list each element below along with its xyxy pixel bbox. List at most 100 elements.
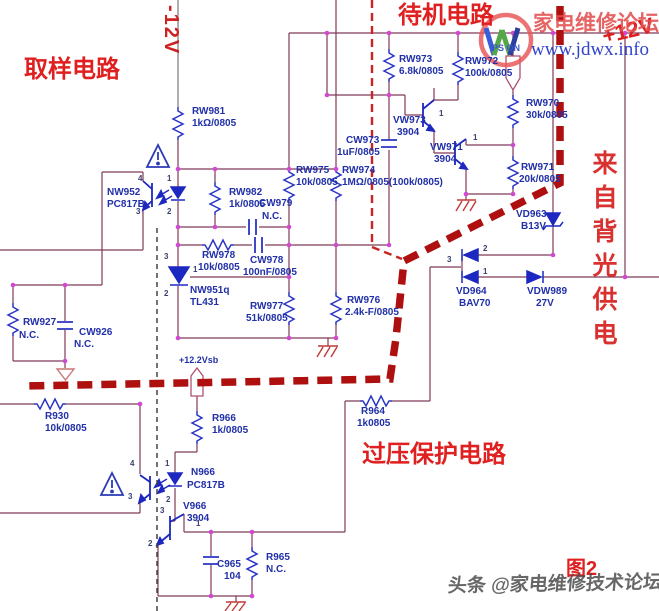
label-rw977-ref: RW977	[250, 301, 284, 312]
label-c965-ref: C965	[217, 559, 241, 570]
label-rw981-ref: RW981	[192, 106, 226, 117]
label-cw926-ref: CW926	[79, 327, 113, 338]
label-rw974-ref: RW974	[342, 165, 376, 176]
label-rw976-ref: RW976	[347, 295, 381, 306]
label-r965-ref: R965	[266, 552, 290, 563]
resistor-rw974-symbol	[329, 168, 343, 201]
pin-vd964-3: 3	[447, 255, 452, 264]
pin-nw951-1: 1	[193, 265, 198, 274]
pin-nw952-2: 2	[167, 207, 172, 216]
label-rw971-ref: RW971	[521, 162, 555, 173]
resistor-rw982-symbol	[208, 182, 222, 215]
label-v966-val: 3904	[187, 513, 210, 524]
pin-nw952-1: 1	[167, 174, 172, 183]
resistor-rw973-symbol	[382, 49, 396, 82]
tl431-symbol	[167, 266, 191, 286]
resistor-rw978-symbol	[202, 238, 234, 252]
label-rw927-ref: RW927	[23, 317, 57, 328]
label-cw973-val: 1uF/0805	[337, 147, 380, 158]
capacitor-c965-symbol	[203, 556, 219, 565]
capacitor-cw973-symbol	[381, 139, 397, 148]
label-rw971-val: 20k/0805	[519, 174, 561, 185]
pin-vw971-1: 1	[473, 133, 478, 142]
label-cw978-ref: CW978	[250, 255, 284, 266]
pin-n966-4: 4	[130, 459, 135, 468]
capacitor-cw926-symbol	[57, 321, 73, 330]
optocoupler-nw952-transistor	[141, 180, 173, 212]
label-rw981-val: 1kΩ/0805	[192, 118, 237, 129]
label-rw972-val: 100k/0805	[465, 68, 513, 79]
label-ps-on: PS ON	[492, 43, 521, 53]
label-cw978-val: 100nF/0805	[243, 267, 297, 278]
label-rw976-val: 2.4k-F/0805	[345, 307, 399, 318]
section-title-standby: 待机电路	[398, 2, 494, 29]
label-rw973-ref: RW973	[399, 54, 433, 65]
standby-boundary-dashed	[370, 0, 403, 261]
resistor-rw977-symbol	[282, 292, 296, 325]
label-rw978-val: 10k/0805	[198, 262, 240, 273]
label-vdw989-ref: VDW989	[527, 286, 568, 297]
resistor-symbols	[6, 49, 520, 580]
label-n966-ref: N966	[191, 467, 215, 478]
label-rw970-ref: RW970	[526, 98, 560, 109]
label-r930-ref: R930	[45, 411, 69, 422]
label-rw982-val: 1k/0805	[229, 199, 266, 210]
label-rw970-val: 30k/0805	[526, 110, 568, 121]
resistor-rw976-symbol	[329, 292, 343, 325]
pin-vd964-2: 2	[483, 244, 488, 253]
junction-dots	[10, 30, 628, 599]
diode-vd964a-symbol	[461, 247, 479, 263]
label-cw979-val: N.C.	[262, 211, 282, 222]
ground-icon	[316, 345, 338, 358]
label-vw973-val: 3904	[397, 127, 420, 138]
label-vdw989-val: 27V	[536, 298, 554, 309]
label-r965-val: N.C.	[266, 564, 286, 575]
section-title-ovp: 过压保护电路	[362, 441, 506, 468]
label-nw952-val: PC817B	[107, 199, 145, 210]
label-vw971-val: 3904	[434, 154, 457, 165]
label-n966-val: PC817B	[187, 480, 225, 491]
watermark-footer: 头条 @家电维修技术论坛	[446, 572, 659, 597]
transistor-v966	[155, 513, 185, 547]
label-r966-ref: R966	[212, 413, 236, 424]
label-nw951-val: TL431	[190, 297, 219, 308]
capacitor-cw978-symbol	[254, 237, 263, 253]
pin-nw952-4: 4	[138, 174, 143, 183]
ground-icon	[224, 601, 246, 611]
label-rw975-val: 10k/0805	[296, 177, 338, 188]
transistor-vw973	[422, 99, 436, 133]
label-rw973-val: 6.8k/0805	[399, 66, 444, 77]
label-v966-ref: V966	[183, 501, 207, 512]
label-vw973-ref: VW973	[393, 115, 426, 126]
pin-n966-3: 3	[128, 492, 133, 501]
pin-vd964-1: 1	[483, 267, 488, 276]
label-r966-val: 1k/0805	[212, 425, 249, 436]
label-r930-val: 10k/0805	[45, 423, 87, 434]
ground-icon	[455, 199, 477, 212]
pin-v966-1: 1	[196, 519, 201, 528]
led-nw952-symbol	[169, 186, 187, 201]
resistor-r966-symbol	[190, 411, 204, 444]
label-rw978-ref: RW978	[202, 250, 236, 261]
diode-symbols	[166, 186, 564, 487]
label-vw971-ref: VW971	[430, 142, 463, 153]
diode-vdw989-symbol	[526, 269, 544, 285]
label-standby-rail: +12.2Vsb	[179, 355, 219, 365]
resistor-rw970-symbol	[506, 95, 520, 128]
resistor-r965-symbol	[245, 547, 259, 580]
pin-v966-3: 3	[160, 506, 165, 515]
figure-number: 图2	[566, 558, 598, 580]
label-rw927-val: N.C.	[19, 330, 39, 341]
watermark-url: www.jdwx.info	[531, 39, 650, 60]
capacitor-symbols	[57, 139, 397, 565]
diode-vd964b-symbol	[461, 269, 479, 285]
resistor-rw971-symbol	[506, 156, 520, 189]
label-cw973-ref: CW973	[346, 135, 380, 146]
resistor-rw981-symbol	[171, 107, 185, 140]
pin-nw951-2: 2	[164, 289, 169, 298]
label-r964-val: 1k0805	[357, 418, 391, 429]
pin-v966-2: 2	[148, 539, 153, 548]
label-cw979-ref: CW979	[259, 198, 293, 209]
